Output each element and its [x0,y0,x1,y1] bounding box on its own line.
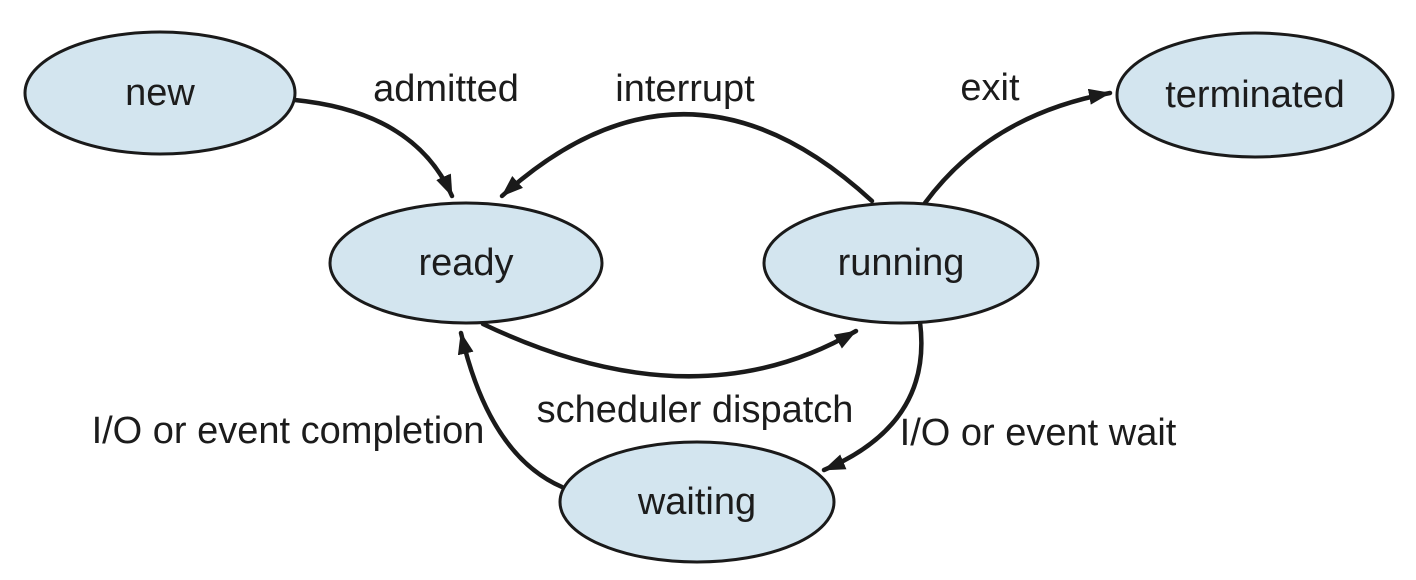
state-label-terminated: terminated [1165,74,1345,116]
edge-label-exit: exit [960,67,1020,109]
edge-label-scheduler-dispatch: scheduler dispatch [537,389,854,431]
state-node-waiting: waiting [558,440,836,564]
edge-label-io-completion: I/O or event completion [92,410,485,452]
state-node-ready: ready [328,201,604,325]
edge-interrupt-arrow [499,112,875,204]
edges [292,88,1113,490]
state-node-terminated: terminated [1115,31,1395,159]
state-node-running: running [762,201,1040,325]
state-ellipse-ready [328,201,604,325]
state-ellipse-running [762,201,1040,325]
state-ellipse-terminated [1115,31,1395,159]
edge-admitted-arrow [292,97,455,199]
state-label-running: running [838,242,965,284]
state-label-new: new [125,72,195,114]
edge-exit-arrow [922,88,1113,206]
edge-label-io-wait: I/O or event wait [900,412,1177,454]
state-ellipse-waiting [558,440,836,564]
edge-labels: admitted interrupt exit scheduler dispat… [92,67,1177,454]
edge-io-wait-arrow [821,319,924,473]
state-label-ready: ready [418,242,513,284]
edge-label-interrupt: interrupt [615,68,755,110]
edge-scheduler-dispatch-arrow [480,321,859,379]
edge-io-completion-arrow [457,330,565,490]
state-node-new: new [23,30,297,156]
state-label-waiting: waiting [637,481,756,523]
state-nodes: new ready running terminated waiting [23,30,1395,564]
state-ellipse-new [23,30,297,156]
edge-label-admitted: admitted [373,68,519,110]
